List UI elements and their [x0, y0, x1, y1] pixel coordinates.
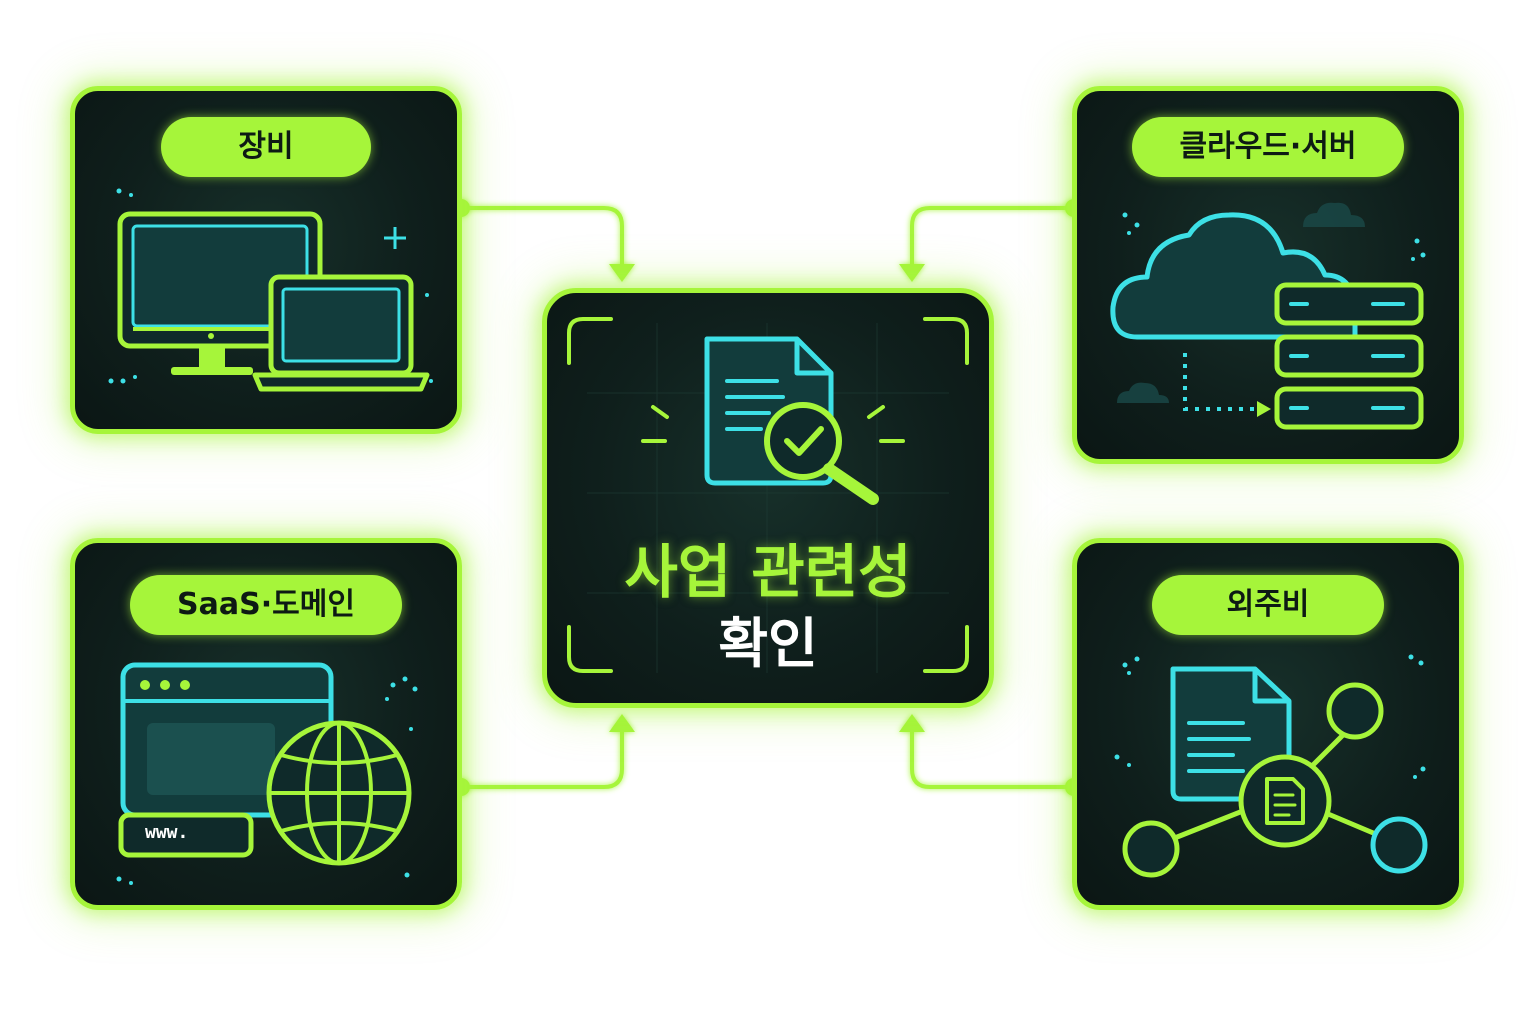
node-label-cloud-server: 클라우드·서버 [1132, 117, 1404, 177]
bracket-tr [923, 317, 969, 365]
browser-globe-icon [116, 662, 418, 885]
arrow-head-saas [609, 714, 635, 732]
bracket-bl [567, 625, 613, 673]
cloud-server-icon [1110, 202, 1426, 430]
bracket-tl [567, 317, 613, 365]
document-network-icon [1114, 654, 1428, 878]
node-card-outsourcing: 외주비 [1072, 538, 1464, 910]
connector-cloud-to-center [910, 206, 1075, 270]
node-label-saas-domain: SaaS·도메인 [130, 575, 402, 635]
url-text: www. [145, 822, 189, 843]
node-label-outsourcing: 외주비 [1152, 575, 1384, 635]
node-card-saas-domain: SaaS·도메인 www. [70, 538, 462, 910]
connector-equipment-to-center [460, 206, 624, 270]
center-title-line2: 확인 [718, 612, 818, 675]
connector-saas-to-center [460, 728, 624, 789]
arrow-head-equipment [609, 264, 635, 282]
arrow-head-outsource [899, 714, 925, 732]
monitor-laptop-icon [108, 188, 433, 392]
node-label-equipment: 장비 [161, 117, 371, 177]
connector-outsource-to-center [910, 728, 1075, 789]
bracket-br [923, 625, 969, 673]
node-card-cloud-server: 클라우드·서버 [1072, 86, 1464, 464]
arrow-head-cloud [899, 264, 925, 282]
node-card-equipment: 장비 [70, 86, 462, 434]
center-title-line1: 사업 관련성 [624, 538, 912, 606]
center-card-business-relevance: 사업 관련성 확인 [542, 288, 994, 708]
document-check-magnifier-icon [567, 317, 969, 673]
